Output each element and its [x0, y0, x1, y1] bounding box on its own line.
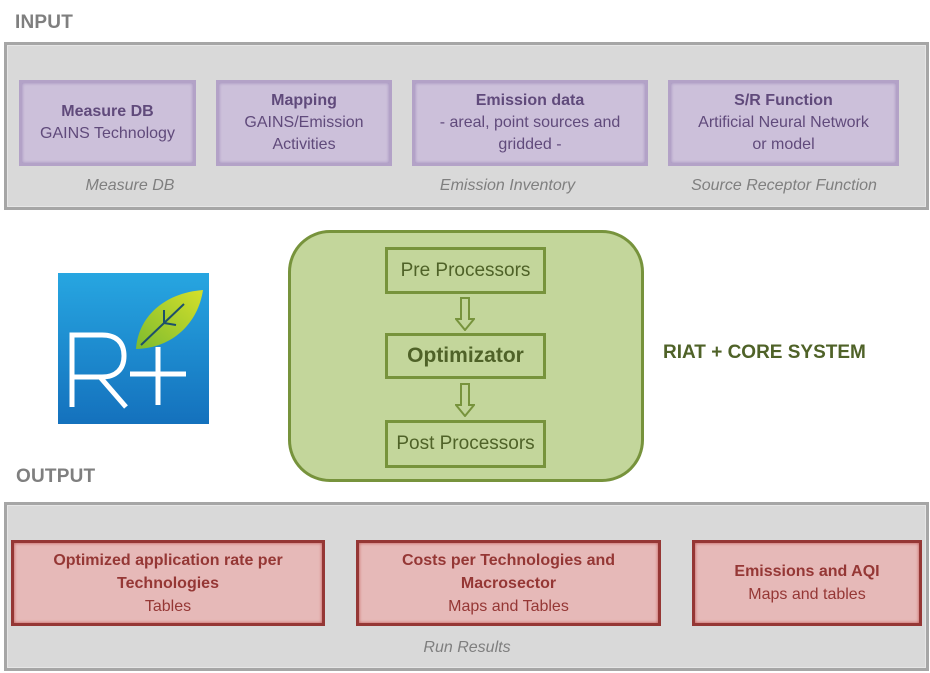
riat-plus-logo	[58, 273, 209, 424]
input-box-line: GAINS/Emission	[244, 114, 364, 131]
core-system-label: RIAT + CORE SYSTEM	[663, 342, 866, 363]
input-box-title: Emission data	[475, 92, 585, 109]
riat-plus-leaf-logo-icon	[58, 273, 209, 424]
core-step-post-processors: Post Processors	[385, 420, 546, 468]
input-box-title: Measure DB	[61, 103, 154, 120]
input-box-line: Artificial Neural Network	[698, 114, 869, 131]
caption-source-receptor-function: Source Receptor Function	[691, 177, 877, 194]
caption-run-results: Run Results	[423, 639, 511, 656]
input-box-line: gridded -	[498, 136, 562, 153]
input-box-line: Activities	[272, 136, 336, 153]
caption-measure-db: Measure DB	[85, 177, 175, 194]
input-box-title: Mapping	[271, 92, 337, 109]
input-box-measure-db: Measure DB GAINS Technology	[19, 80, 196, 166]
core-step-optimizator: Optimizator	[385, 333, 546, 379]
output-box-title: Macrosector	[460, 574, 557, 592]
input-box-title: S/R Function	[734, 92, 833, 109]
output-box-emissions-aqi: Emissions and AQI Maps and tables	[692, 540, 922, 626]
output-box-subtitle: Tables	[144, 597, 192, 615]
output-box-title: Costs per Technologies and	[401, 551, 616, 569]
down-arrow-icon	[455, 383, 475, 417]
input-box-line: or model	[752, 136, 815, 153]
output-box-title: Optimized application rate per	[53, 551, 283, 569]
input-section-title: INPUT	[15, 12, 73, 33]
output-box-subtitle: Maps and Tables	[448, 597, 569, 615]
output-box-title: Technologies	[117, 574, 219, 592]
output-box-application-rate: Optimized application rate per Technolog…	[11, 540, 325, 626]
caption-emission-inventory: Emission Inventory	[439, 177, 576, 194]
input-box-emission-data: Emission data - areal, point sources and…	[412, 80, 648, 166]
output-section-title: OUTPUT	[16, 466, 96, 487]
output-box-subtitle: Maps and tables	[748, 586, 866, 603]
output-box-title: Emissions and AQI	[734, 563, 880, 580]
output-box-costs: Costs per Technologies and Macrosector M…	[356, 540, 661, 626]
input-box-mapping: Mapping GAINS/Emission Activities	[216, 80, 392, 166]
input-box-line: - areal, point sources and	[439, 114, 621, 131]
down-arrow-icon	[455, 297, 475, 331]
input-box-line: GAINS Technology	[40, 125, 175, 142]
input-box-sr-function: S/R Function Artificial Neural Network o…	[668, 80, 899, 166]
core-step-pre-processors: Pre Processors	[385, 247, 546, 294]
